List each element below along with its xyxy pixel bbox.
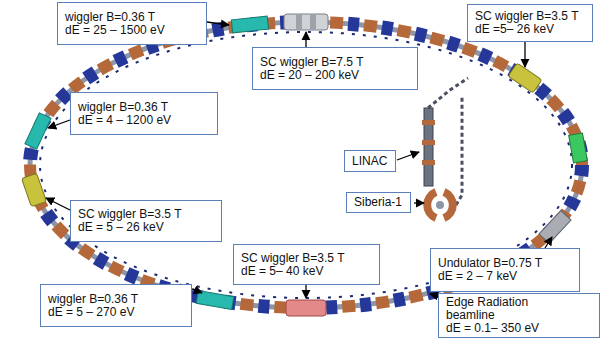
callout-heading: SC wiggler B=3.5 T	[475, 10, 579, 23]
energy-range: dE =5– 26 keV	[475, 23, 554, 36]
wiggler-band	[296, 14, 302, 30]
energy-range: dE = 5 – 270 eV	[48, 306, 134, 319]
energy-range: dE = 5– 40 keV	[241, 265, 323, 278]
sc-wiggler-block	[22, 173, 47, 207]
sc-wiggler-callout: SC wiggler B=3.5 TdE = 5 – 26 keV	[70, 200, 222, 242]
undulator-callout: Undulator B=0.75 TdE = 2 – 7 keV	[430, 248, 580, 292]
callout-heading: Undulator B=0.75 T	[438, 257, 542, 270]
sc-wiggler-callout: SC wiggler B=7.5 TdE = 20 – 200 keV	[252, 47, 418, 90]
leader-arrow	[305, 32, 306, 47]
callout-heading: Siberia-1	[354, 196, 402, 209]
beamline-callout: Edge Radiation beamlinedE = 0.1– 350 eV	[438, 293, 600, 338]
leader-arrow	[524, 42, 525, 67]
booster-label-box: Siberia-1	[346, 192, 411, 213]
leader-arrow	[207, 22, 229, 25]
wiggler-callout: wiggler B=0.36 TdE = 5 – 270 eV	[40, 284, 192, 327]
callout-heading: SC wiggler B=3.5 T	[241, 252, 345, 265]
quadrupole-magnets	[30, 22, 582, 308]
energy-range: dE = 25 – 1500 eV	[65, 24, 165, 37]
energy-range: dE = 2 – 7 keV	[438, 270, 517, 283]
linac-part	[422, 120, 435, 125]
wiggler-callout: wiggler B=0.36 TdE = 25 – 1500 eV	[57, 2, 207, 45]
undulator-block	[539, 211, 571, 244]
callout-heading: Edge Radiation beamline	[446, 296, 542, 322]
linac-column	[424, 108, 433, 186]
leader-arrow	[397, 152, 419, 160]
ring-inner-supports	[40, 32, 572, 298]
ring-beam-pipe	[30, 22, 582, 308]
callout-heading: SC wiggler B=7.5 T	[260, 56, 364, 69]
siberia-magnet	[427, 192, 436, 218]
green-block	[569, 133, 588, 163]
callout-heading: wiggler B=0.36 T	[78, 101, 168, 114]
callout-heading: wiggler B=0.36 T	[48, 293, 138, 306]
wiggler-block	[25, 113, 51, 149]
energy-range: dE = 5 – 26 keV	[78, 221, 164, 234]
bending-magnets	[30, 22, 582, 308]
callout-heading: SC wiggler B=3.5 T	[78, 208, 182, 221]
energy-range: dE = 20 – 200 keV	[260, 69, 359, 82]
leader-arrow	[46, 198, 70, 210]
leader-arrow	[305, 285, 306, 298]
energy-range: dE = 4 – 1200 eV	[78, 114, 171, 127]
siberia-magnet	[444, 192, 453, 218]
sc-wiggler-7-5	[284, 14, 328, 30]
leader-arrow	[414, 202, 424, 203]
linac-label-box: LINAC	[344, 150, 396, 172]
transfer-line	[428, 78, 468, 108]
sc-wiggler-pink	[286, 300, 326, 316]
callout-heading: wiggler B=0.36 T	[65, 11, 155, 24]
energy-range: dE = 0.1– 350 eV	[446, 322, 539, 335]
sc-wiggler-callout: SC wiggler B=3.5 TdE = 5– 40 keV	[233, 244, 380, 285]
callout-heading: LINAC	[352, 155, 387, 168]
leader-arrow	[545, 237, 552, 248]
transfer-line	[456, 96, 462, 205]
leader-arrow	[48, 120, 70, 128]
linac-part	[422, 140, 435, 145]
wiggler-block	[231, 16, 268, 33]
linac-part	[422, 160, 435, 165]
wiggler-band	[310, 14, 316, 30]
siberia-core	[436, 201, 444, 209]
sc-wiggler-callout: SC wiggler B=3.5 TdE =5– 26 keV	[467, 4, 593, 42]
wiggler-callout: wiggler B=0.36 TdE = 4 – 1200 eV	[70, 92, 218, 135]
sc-wiggler-block	[508, 63, 542, 93]
